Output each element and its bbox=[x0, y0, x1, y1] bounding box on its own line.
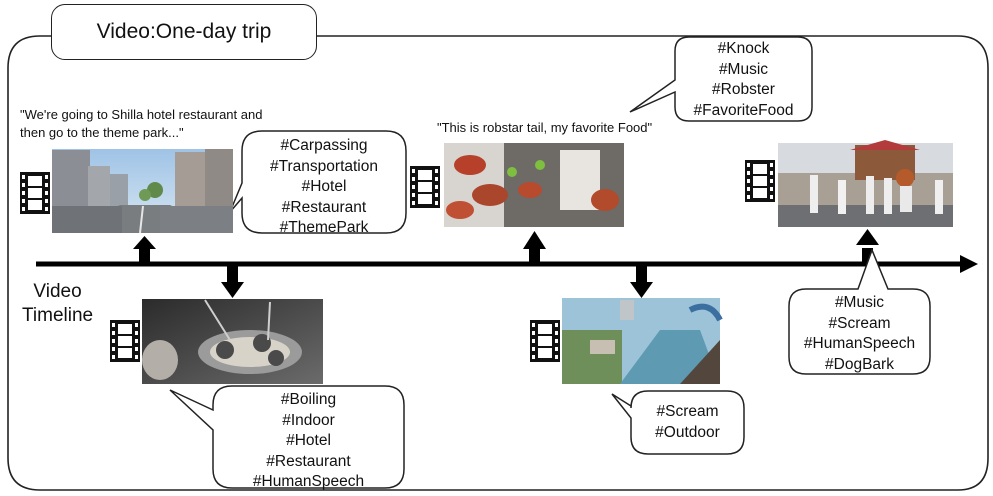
tag: #Transportation bbox=[270, 157, 378, 175]
tag: #ThemePark bbox=[279, 219, 369, 236]
thumbnail-themepark bbox=[562, 298, 723, 384]
tag: #Restaurant bbox=[281, 198, 367, 216]
tag: #FavoriteFood bbox=[693, 101, 794, 119]
tag: #DogBark bbox=[825, 355, 894, 373]
tags-bubble-lobster bbox=[629, 36, 813, 122]
tags-themepark: #Scream #Outdoor bbox=[631, 402, 744, 443]
tag: #Indoor bbox=[282, 411, 335, 429]
thumbnail-lobster bbox=[444, 143, 624, 227]
tags-parade: #Music #Scream #HumanSpeech #DogBark bbox=[789, 293, 930, 375]
tag: #HumanSpeech bbox=[803, 335, 916, 352]
timeline-arrow-down-1 bbox=[221, 264, 244, 298]
timeline-arrowhead bbox=[960, 255, 978, 273]
timeline-arrow-down-2 bbox=[630, 264, 653, 298]
timeline-arrow-up-2 bbox=[523, 231, 546, 264]
quote-shilla-line-2: then go to the theme park..." bbox=[20, 125, 184, 140]
quote-shilla-line-1: "We're going to Shilla hotel restaurant … bbox=[20, 107, 263, 122]
tag: #Outdoor bbox=[655, 423, 720, 441]
film-strip-icon bbox=[745, 160, 775, 202]
film-strip-icon bbox=[20, 172, 50, 214]
film-strip-icon bbox=[410, 166, 440, 208]
diagram-title: Video:One-day trip bbox=[51, 4, 317, 60]
quote-lobster: "This is robstar tail, my favorite Food" bbox=[437, 120, 653, 135]
tag: #Music bbox=[718, 60, 769, 78]
timeline-arrow-up-3 bbox=[856, 229, 879, 264]
tags-bubble-street bbox=[229, 130, 407, 234]
timeline-label-line-1: Video bbox=[33, 281, 82, 302]
tag: #Knock bbox=[717, 40, 770, 57]
tag: #Hotel bbox=[301, 178, 347, 195]
tag: #Boiling bbox=[280, 391, 337, 408]
tags-bubble-parade bbox=[788, 247, 931, 375]
tags-street: #Carpassing #Transportation #Hotel #Rest… bbox=[242, 136, 406, 239]
tags-kitchen: #Boiling #Indoor #Hotel #Restaurant #Hum… bbox=[213, 390, 404, 493]
thumbnail-street bbox=[52, 149, 233, 234]
timeline-arrow-up-1 bbox=[133, 236, 156, 264]
tags-lobster: #Knock #Music #Robster #FavoriteFood bbox=[675, 39, 812, 121]
timeline-label: Video Timeline bbox=[22, 280, 93, 328]
tag: #Robster bbox=[712, 81, 775, 98]
tag: #Carpassing bbox=[280, 137, 368, 154]
thumbnail-parade bbox=[778, 140, 953, 227]
tag: #HumanSpeech bbox=[252, 473, 365, 490]
tag: #Hotel bbox=[286, 432, 331, 449]
thumbnail-kitchen bbox=[142, 299, 323, 384]
outer-frame bbox=[7, 35, 989, 491]
film-strip-icon bbox=[530, 320, 560, 362]
tag: #Restaurant bbox=[266, 452, 351, 470]
film-strip-icon bbox=[110, 320, 140, 362]
tag: #Music bbox=[834, 294, 885, 311]
timeline-label-line-2: Timeline bbox=[22, 305, 94, 326]
tag: #Scream bbox=[656, 403, 719, 420]
tags-bubble-themepark bbox=[611, 390, 745, 455]
quote-shilla: "We're going to Shilla hotel restaurant … bbox=[20, 106, 262, 142]
tags-bubble-kitchen bbox=[169, 385, 405, 489]
tag: #Scream bbox=[828, 314, 891, 332]
